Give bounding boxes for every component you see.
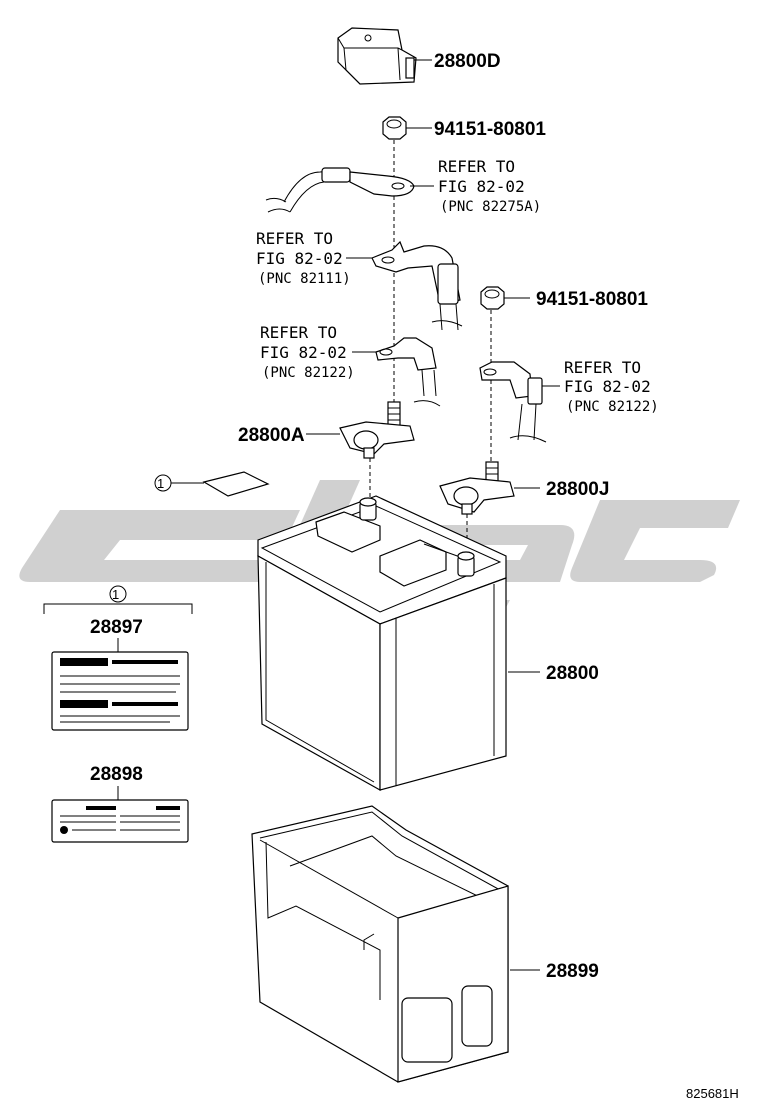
ref4-line2: FIG 82-02 [564, 377, 651, 396]
label-sticker[interactable] [202, 471, 270, 497]
ref1-line1: REFER TO [438, 157, 515, 176]
label-28897: 28897 [90, 617, 143, 638]
nut-top[interactable] [382, 116, 407, 140]
terminal-clamp-28800A[interactable] [339, 401, 415, 459]
ref4-line3: (PNC 82122) [566, 399, 659, 415]
nut-right[interactable] [480, 286, 505, 310]
ref1-line3: (PNC 82275A) [440, 199, 541, 215]
svg-text:1: 1 [112, 587, 119, 602]
label-28800D: 28800D [434, 51, 501, 72]
ref4-line1: REFER TO [564, 358, 641, 377]
label-nut-top: 94151-80801 [434, 119, 546, 140]
ref3-line3: (PNC 82122) [262, 365, 355, 381]
label-28800: 28800 [546, 663, 599, 684]
cable-82111 [371, 240, 463, 331]
ref1-line2: FIG 82-02 [438, 177, 525, 196]
battery-28800[interactable] [257, 495, 507, 792]
ref2-line2: FIG 82-02 [256, 249, 343, 268]
svg-text:1: 1 [157, 476, 164, 491]
ref2-line3: (PNC 82111) [258, 271, 351, 287]
terminal-cover-28800D[interactable] [337, 27, 417, 85]
label-28898: 28898 [90, 764, 143, 785]
cable-82275A [265, 167, 415, 213]
label-28800J: 28800J [546, 479, 609, 500]
cable-82122-right [479, 361, 547, 443]
cable-82122-left [375, 337, 441, 407]
reference-marker-1: 1 [154, 474, 172, 492]
caution-label-28897[interactable] [51, 651, 189, 731]
ref2-line1: REFER TO [256, 229, 333, 248]
battery-tray-28899[interactable] [251, 805, 509, 1083]
ref3-line1: REFER TO [260, 323, 337, 342]
drawing-id: 825681H [686, 1086, 739, 1101]
label-nut-right: 94151-80801 [536, 289, 648, 310]
warning-label-28898[interactable] [51, 799, 189, 843]
terminal-clamp-28800J[interactable] [439, 461, 515, 515]
label-28899: 28899 [546, 961, 599, 982]
label-28800A: 28800A [238, 425, 305, 446]
ref3-line2: FIG 82-02 [260, 343, 347, 362]
reference-marker-1-group: 1 [43, 585, 193, 614]
